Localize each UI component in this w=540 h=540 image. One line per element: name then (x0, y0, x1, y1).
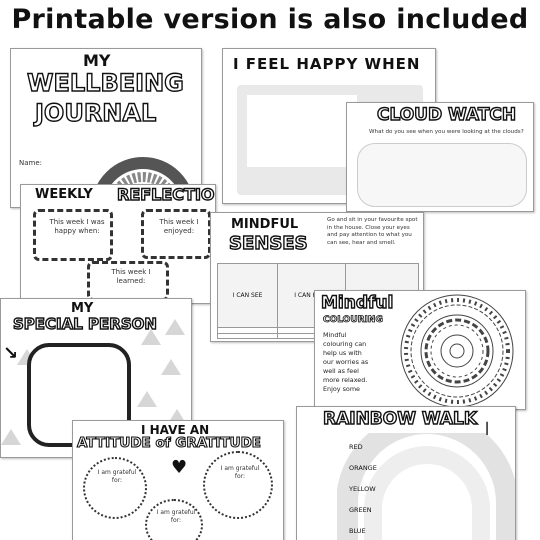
mandala-icon (400, 294, 514, 408)
grat-circle-3: I am grateful for: (145, 499, 203, 540)
weekly-box-happy-label: This week I was happy when: (49, 218, 105, 235)
senses-title-b: SENSES (228, 232, 308, 254)
journal-name-label: Name: (19, 159, 43, 167)
special-title-b: SPECIAL PERSON (12, 314, 157, 333)
heart-icon: ♥ (171, 457, 188, 478)
special-title-a: MY (71, 301, 94, 316)
swirl-icon: ꟾ (485, 423, 490, 439)
cloud-prompt: What do you see when you were looking at… (369, 129, 524, 135)
journal-title-wellbeing: WELLBEING (26, 68, 184, 97)
rainbow-color-green: GREEN (349, 506, 372, 514)
grat-circle-1: I am grateful for: (83, 457, 147, 519)
weekly-box-enjoyed: This week I enjoyed: (141, 209, 211, 259)
rainbow-color-yellow: YELLOW (349, 485, 376, 493)
colour-title-a: Mindful (320, 292, 394, 313)
rainbow-color-orange: ORANGE (349, 464, 377, 472)
senses-title-a: MINDFUL (231, 217, 299, 232)
arrow-icon: ↘ (3, 343, 19, 364)
cloud-drawing-area (357, 143, 527, 207)
weekly-title-b: REFLECTION (116, 185, 215, 205)
cloud-watch-page: CLOUD WATCH What do you see when you wer… (346, 102, 534, 212)
colour-text: Mindful colouring can help us with our w… (323, 331, 369, 393)
weekly-box-happy: This week I was happy when: (33, 209, 113, 261)
rainbow-background-icon (337, 433, 515, 540)
rainbow-title: RAINBOW WALK (322, 408, 478, 429)
rainbow-color-blue: BLUE (349, 527, 366, 535)
cloud-title: CLOUD WATCH (376, 104, 517, 125)
gratitude-page: I HAVE AN ATTITUDE of GRATITUDE I am gra… (72, 420, 284, 540)
grat-circle-3-label: I am grateful for: (156, 509, 196, 524)
banner-title: Printable version is also included (11, 4, 529, 35)
weekly-box-learned: This week I learned: (87, 261, 169, 301)
rainbow-walk-page: RAINBOW WALK RED ORANGE YELLOW GREEN BLU… (296, 406, 516, 540)
happy-title: I FEEL HAPPY WHEN (233, 55, 421, 73)
weekly-box-enjoyed-label: This week I enjoyed: (159, 218, 199, 235)
weekly-reflection-page: WEEKLY REFLECTION This week I was happy … (20, 184, 216, 304)
happy-writing-area (247, 95, 357, 167)
grat-circle-2-label: I am grateful for: (220, 465, 260, 480)
grat-title-a: I HAVE AN (141, 423, 210, 437)
journal-title-journal: JOURNAL (34, 98, 157, 127)
colour-title-b: COLOURING (323, 315, 384, 326)
mindful-colouring-page: Mindful COLOURING Mindful colouring can … (314, 290, 526, 410)
grat-circle-1-label: I am grateful for: (97, 469, 137, 484)
senses-instructions: Go and sit in your favourite spot in the… (327, 217, 418, 246)
weekly-title-a: WEEKLY (35, 187, 93, 202)
rainbow-color-red: RED (349, 443, 363, 451)
journal-title-my: MY (83, 51, 111, 70)
senses-col-see: I CAN SEE (216, 262, 279, 329)
weekly-box-learned-label: This week I learned: (111, 268, 151, 285)
grat-circle-2: I am grateful for: (203, 451, 273, 519)
grat-title-b: ATTITUDE of GRATITUDE (76, 434, 262, 451)
